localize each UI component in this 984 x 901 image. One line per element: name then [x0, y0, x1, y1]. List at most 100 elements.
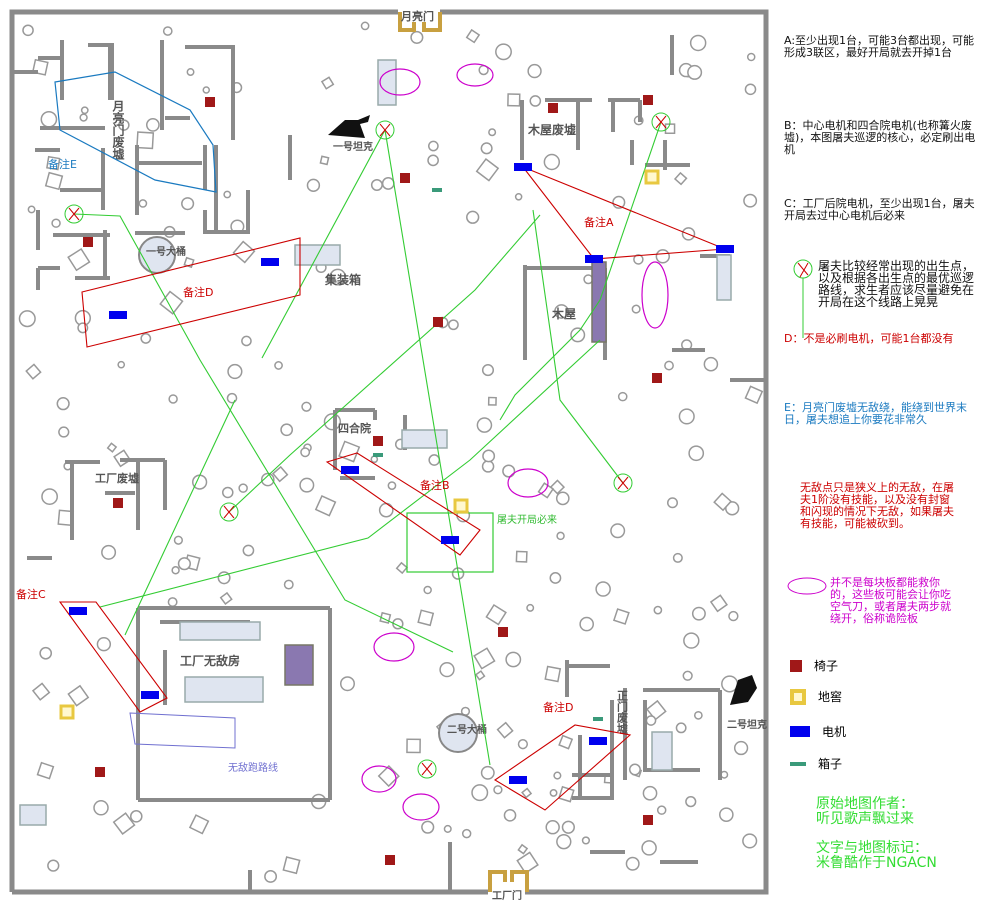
label-tank-1: 一号坦克 [333, 140, 373, 153]
generator-icon[interactable] [141, 691, 159, 699]
prop-crate [744, 385, 764, 405]
prop-rock [51, 218, 61, 228]
prop-rock [561, 820, 575, 834]
label-cabin: 木屋 [551, 306, 576, 321]
hatch-icon [453, 498, 469, 514]
prop-crate [219, 591, 233, 605]
prop-crate [25, 363, 42, 380]
prop-rock [549, 789, 558, 797]
generator-icon[interactable] [585, 255, 603, 263]
tank-2-icon [730, 675, 757, 705]
prop-rock [360, 21, 370, 31]
prop-crate [67, 247, 91, 272]
prop-crate [475, 158, 500, 182]
prop-rock [306, 178, 321, 193]
note-a-label: 备注A [584, 215, 614, 229]
chair-icon [643, 815, 653, 825]
prop-rock [129, 810, 143, 823]
prop-rock [421, 820, 435, 834]
prop-rock [728, 610, 739, 622]
prop-crate [282, 856, 301, 875]
prop-rock [101, 544, 117, 560]
prop-rock [370, 179, 383, 191]
prop-rock [683, 632, 700, 649]
chair-icon [548, 103, 558, 113]
generator-icon[interactable] [509, 776, 527, 784]
prop-crate [496, 721, 514, 739]
buildings [19, 59, 732, 826]
label-factory-ruins: 工厂废墟 [95, 471, 139, 485]
prop-rock [505, 651, 522, 668]
generator-icon[interactable] [441, 536, 459, 544]
label-courtyard: 四合院 [338, 421, 371, 435]
prop-rock [39, 646, 53, 660]
legend-note-b: B：中心电机和四合院电机(也称篝火废墟)，本图屠夫巡逻的核心，必定刷出电机 [784, 119, 976, 156]
prop-rock [476, 417, 493, 433]
prop-rock [687, 64, 703, 80]
prop-crate [136, 131, 155, 150]
prop-rock [22, 24, 34, 37]
risky-pallets [361, 63, 669, 821]
spawn-legend-icon [793, 259, 813, 338]
prop-crate [612, 608, 630, 625]
generator-icon[interactable] [69, 607, 87, 615]
prop-rock [264, 870, 278, 883]
prop-rock [186, 68, 195, 76]
prop-rock [47, 859, 60, 872]
chest-icon [790, 761, 806, 766]
factory-gate [488, 870, 529, 892]
killer-routes [73, 121, 662, 766]
legend-hatch: 地窖 [790, 688, 842, 705]
prop-rock [171, 566, 180, 575]
prop-rock [439, 661, 455, 678]
prop-rock [145, 118, 160, 132]
generator-icon[interactable] [589, 737, 607, 745]
prop-crate [516, 851, 539, 875]
hatch-icon [59, 704, 75, 720]
prop-rock [682, 670, 693, 681]
label-tank-2: 二号坦克 [727, 718, 767, 731]
credit-map-author: 听见歌声飘过来 [816, 811, 914, 827]
prop-crate [473, 647, 496, 670]
prop-rock [488, 128, 497, 137]
prop-rock [471, 784, 489, 802]
prop-rock [428, 454, 441, 466]
prop-rock [555, 491, 570, 506]
prop-rock [628, 763, 641, 776]
generator-icon[interactable] [261, 258, 279, 266]
prop-rock [448, 319, 459, 331]
prop-rock [526, 603, 535, 612]
killer-must-come-zone [406, 512, 494, 573]
prop-crate [406, 738, 421, 754]
generator-icon[interactable] [109, 311, 127, 319]
killer-must-come-label: 屠夫开局必来 [497, 513, 557, 526]
generator-icon[interactable] [716, 245, 734, 253]
prop-rock [549, 572, 562, 584]
prop-rock [80, 106, 89, 115]
prop-rock [381, 177, 395, 190]
prop-crate [517, 843, 529, 855]
tank-1-icon [328, 115, 370, 138]
prop-crate [474, 670, 486, 681]
prop-rock [18, 310, 36, 328]
prop-crate [417, 609, 435, 627]
prop-crate [521, 787, 533, 799]
legend-note-a: A:至少出现1台，可能3台都出现，可能形成3联区，最好开局就去开掉1台 [784, 34, 975, 59]
label-moon-gate-ruins: 月亮门废墟 [111, 100, 125, 161]
prop-rock [370, 455, 379, 464]
generator-icon[interactable] [514, 163, 532, 171]
prop-crate [549, 479, 566, 495]
prop-rock [482, 449, 496, 463]
prop-crate [507, 93, 521, 107]
prop-crate [112, 812, 136, 836]
legend-hatch-label: 地窖 [818, 690, 843, 704]
prop-rock [545, 820, 560, 835]
prop-crate [106, 442, 118, 453]
prop-rock [480, 142, 493, 155]
prop-rock [502, 464, 516, 478]
prop-rock [610, 523, 626, 539]
chair-icon [643, 95, 653, 105]
prop-crate [319, 155, 330, 166]
generator-icon[interactable] [341, 466, 359, 474]
prop-rock [645, 715, 657, 726]
